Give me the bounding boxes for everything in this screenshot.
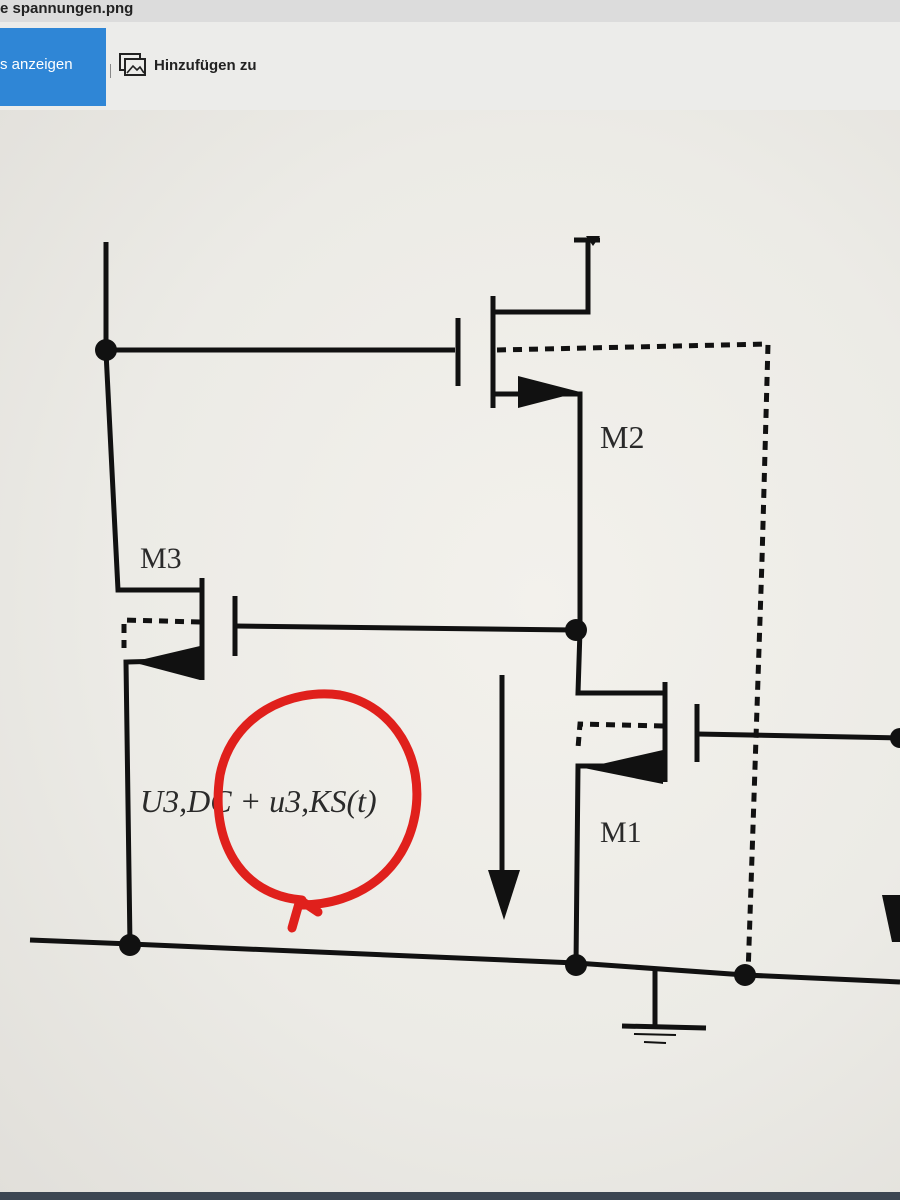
title-bar: e spannungen.png (0, 0, 900, 23)
ground-rail (29, 937, 900, 985)
toolbar (0, 22, 900, 110)
junction-left (95, 339, 117, 361)
m1-arrow (584, 750, 663, 784)
taskbar-edge (0, 1192, 900, 1200)
m3-arrow (132, 646, 200, 680)
wire-m3-gate (234, 623, 575, 633)
dashed-m1-bulk (575, 721, 664, 749)
wire-m1-source (573, 763, 663, 966)
m2-label: M2 (600, 419, 644, 455)
voltage-label: U3,DC + u3,KS(t) (140, 783, 377, 819)
junction-ground-left (119, 934, 141, 956)
right-edge-arrowhead (882, 895, 900, 942)
wire-m1-gate (696, 731, 900, 741)
wire-left-to-m3 (103, 351, 200, 593)
m3-label: M3 (140, 542, 182, 575)
junction-m3-gate (565, 619, 587, 641)
toolbar-separator (110, 64, 111, 78)
voltage-arrowhead (488, 870, 520, 920)
add-to-button[interactable]: Hinzufügen zu (118, 50, 256, 80)
vdd-tick (586, 236, 600, 246)
m1-label: M1 (600, 816, 642, 849)
wire-m2-drain (495, 242, 591, 315)
dashed-m3-bulk (121, 617, 201, 648)
dashed-m2-bulk (496, 341, 771, 976)
show-button[interactable]: s anzeigen (0, 28, 106, 106)
window-title: e spannungen.png (0, 0, 134, 17)
circuit-schematic: M2 M3 M1 U3,DC + u3,KS(t) (29, 236, 900, 1044)
junction-right (890, 728, 900, 748)
image-add-icon (118, 52, 148, 78)
show-button-label: s anzeigen (0, 56, 73, 73)
add-to-label: Hinzufügen zu (154, 56, 257, 74)
junction-ground-bulk (734, 964, 756, 986)
m2-arrow (518, 376, 580, 408)
image-canvas: M2 M3 M1 U3,DC + u3,KS(t) (0, 110, 900, 1200)
red-circle-annotation (213, 689, 422, 933)
junction-ground-m1 (565, 954, 587, 976)
